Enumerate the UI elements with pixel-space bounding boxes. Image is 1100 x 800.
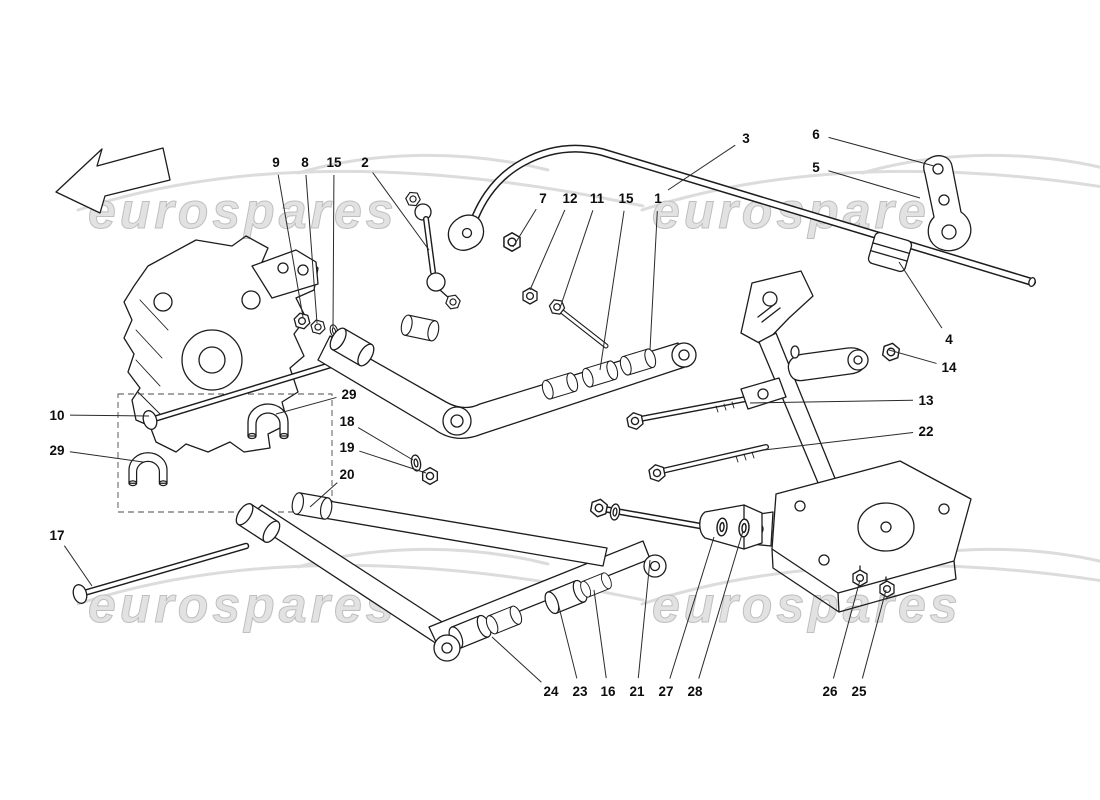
lower-pivot-bolt	[72, 542, 250, 604]
callout-leader	[898, 261, 943, 329]
part-callout-26[interactable]: 26	[822, 684, 838, 699]
part-callout-4[interactable]: 4	[945, 332, 953, 347]
toe-link	[589, 497, 763, 550]
part-callout-1[interactable]: 1	[654, 191, 662, 206]
part-callout-15[interactable]: 15	[618, 191, 634, 206]
part-callout-19[interactable]: 19	[339, 440, 354, 455]
anti-roll-bar	[447, 144, 1036, 288]
callout-leader	[828, 170, 921, 199]
reference-dashed-box	[117, 393, 333, 513]
part-callout-15[interactable]: 15	[326, 155, 342, 170]
part-callout-13[interactable]: 13	[918, 393, 934, 408]
link-bolt-lower	[647, 444, 769, 484]
callout-leader	[749, 399, 914, 404]
bar-clamp-bracket	[923, 155, 972, 252]
part-callout-25[interactable]: 25	[851, 684, 867, 699]
watermark	[640, 153, 1100, 241]
part-callout-24[interactable]: 24	[543, 684, 559, 699]
callout-leader	[275, 396, 337, 415]
callout-leader	[649, 210, 658, 351]
direction-arrow-icon	[55, 147, 171, 214]
callout-leader	[512, 208, 537, 248]
part-callout-5[interactable]: 5	[812, 160, 820, 175]
part-callout-8[interactable]: 8	[301, 155, 309, 170]
part-callout-2[interactable]: 2	[361, 155, 369, 170]
link-bolt-upper	[625, 396, 749, 432]
part-callout-6[interactable]: 6	[812, 127, 820, 142]
part-callout-7[interactable]: 7	[539, 191, 547, 206]
part-callout-22[interactable]: 22	[918, 424, 933, 439]
wishbone-bolt-hardware	[503, 232, 609, 349]
callout-leader	[832, 579, 861, 679]
part-callout-14[interactable]: 14	[941, 360, 957, 375]
callout-leader	[763, 432, 914, 451]
part-callout-18[interactable]: 18	[339, 414, 355, 429]
part-callout-21[interactable]: 21	[629, 684, 645, 699]
callout-leader	[637, 559, 651, 679]
part-callout-27[interactable]: 27	[658, 684, 673, 699]
callout-leader	[559, 210, 594, 309]
callout-leader	[667, 144, 736, 191]
callout-leader	[69, 451, 144, 463]
part-callout-17[interactable]: 17	[49, 528, 64, 543]
part-callout-28[interactable]: 28	[687, 684, 703, 699]
callout-leader	[309, 482, 338, 508]
part-callout-12[interactable]: 12	[562, 191, 577, 206]
callout-leader	[529, 209, 566, 291]
part-callout-29[interactable]: 29	[341, 387, 356, 402]
callout-leader	[828, 136, 935, 167]
callout-leader	[557, 602, 578, 679]
callout-leader	[593, 589, 607, 679]
callout-leader	[669, 536, 715, 679]
callout-leader	[359, 450, 427, 474]
callout-leader	[888, 349, 937, 364]
upper-link	[740, 341, 901, 410]
drop-link	[403, 189, 462, 312]
callout-leader	[63, 545, 93, 587]
callout-leader	[599, 210, 625, 371]
part-callout-10[interactable]: 10	[49, 408, 64, 423]
callout-leader	[305, 174, 318, 324]
upper-pivot-bolt	[142, 360, 338, 430]
callout-leader	[861, 589, 887, 679]
part-callout-16[interactable]: 16	[600, 684, 616, 699]
part-callout-20[interactable]: 20	[339, 467, 354, 482]
part-callout-11[interactable]: 11	[590, 191, 605, 206]
callout-leader	[372, 172, 430, 251]
gearbox-housing	[117, 235, 333, 513]
bar-bushing	[867, 231, 913, 273]
lower-wishbone	[232, 491, 667, 662]
callout-leader	[357, 427, 414, 461]
part-callout-29[interactable]: 29	[49, 443, 64, 458]
part-callout-23[interactable]: 23	[572, 684, 588, 699]
callout-leader	[69, 414, 150, 417]
callout-leader	[698, 530, 744, 679]
upper-wishbone	[317, 313, 697, 439]
callout-leader	[332, 174, 335, 329]
callout-leader	[491, 636, 542, 683]
part-callout-3[interactable]: 3	[742, 131, 750, 146]
part-callout-9[interactable]: 9	[272, 155, 280, 170]
callout-leader	[277, 174, 304, 318]
